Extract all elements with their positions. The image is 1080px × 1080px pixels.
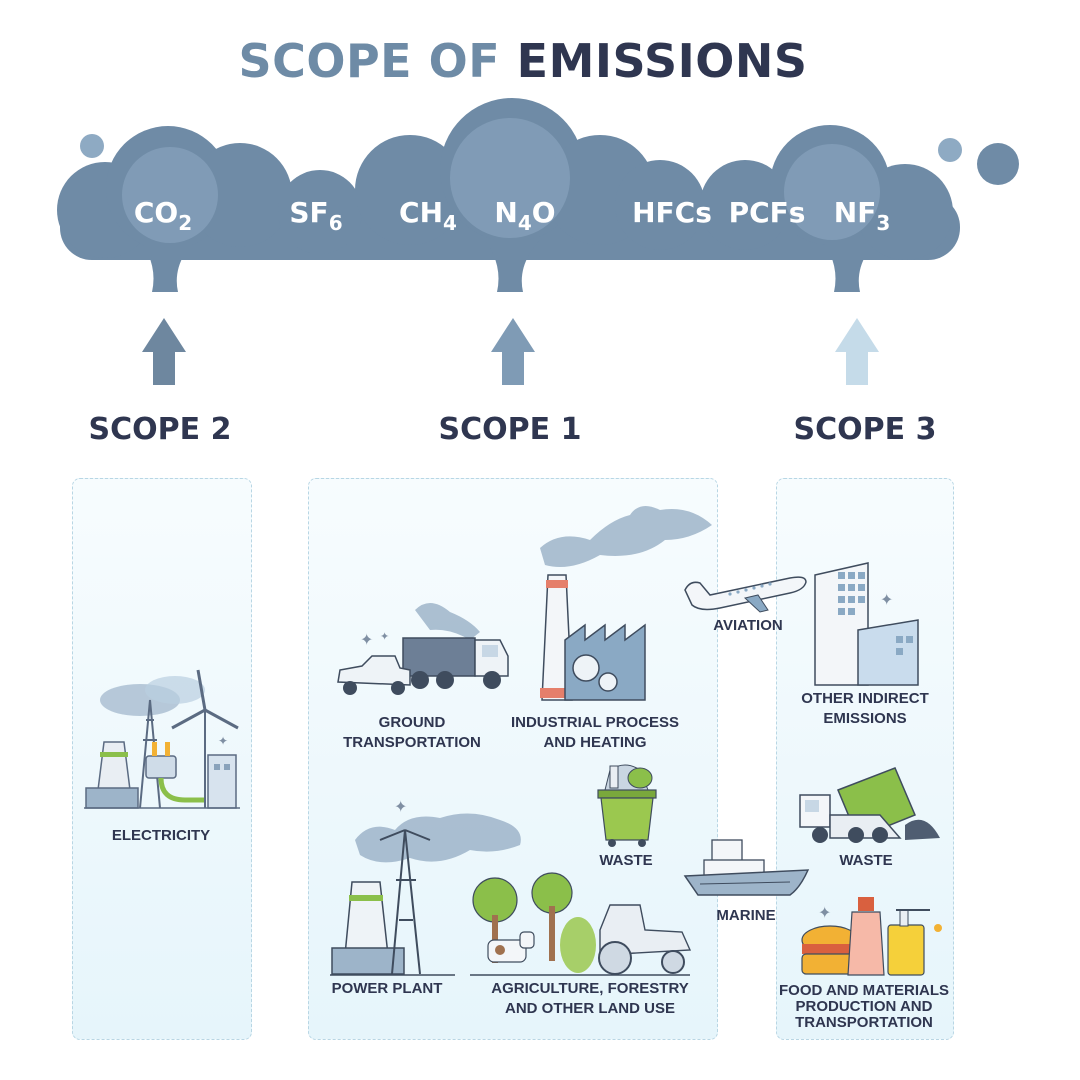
marine-caption: MARINE xyxy=(716,907,776,924)
other-indirect-caption: OTHER INDIRECT EMISSIONS xyxy=(801,690,929,727)
airplane-icon xyxy=(684,576,807,613)
garbage-truck-icon xyxy=(799,767,940,843)
gas-hfcs: HFCs xyxy=(632,196,712,229)
svg-text:✦: ✦ xyxy=(218,734,228,748)
gas-n4o: N4O xyxy=(494,196,556,235)
svg-text:✦: ✦ xyxy=(380,631,389,643)
waste-caption-scope1: WASTE xyxy=(599,852,653,869)
title-part-1: SCOPE OF xyxy=(238,34,501,88)
gas-pcfs: PCFs xyxy=(728,196,806,229)
gas-sf6: SF6 xyxy=(289,196,343,235)
gas-co2: CO2 xyxy=(133,196,193,235)
waste-bin-icon xyxy=(597,764,657,847)
electricity-caption: ELECTRICITY xyxy=(111,827,211,844)
svg-text:✦: ✦ xyxy=(880,592,893,609)
agriculture-icon xyxy=(470,872,692,976)
scope1-arrow xyxy=(491,318,535,385)
agriculture-caption: AGRICULTURE, FORESTRY AND OTHER LAND USE xyxy=(491,980,689,1017)
svg-text:✦: ✦ xyxy=(394,799,407,816)
svg-text:✦: ✦ xyxy=(360,632,373,649)
scope3-arrow xyxy=(835,318,879,385)
gas-nf3: NF3 xyxy=(833,196,891,235)
page-title: SCOPE OF EMISSIONS xyxy=(0,34,1046,88)
scope-1-title: SCOPE 1 xyxy=(438,412,582,447)
truck-icon: ✦ ✦ xyxy=(337,602,509,695)
gas-ch4: CH4 xyxy=(399,196,457,235)
food-materials-caption: FOOD AND MATERIALS PRODUCTION AND TRANSP… xyxy=(779,982,949,1031)
electricity-icon: ✦ xyxy=(84,669,240,809)
buildings-icon: ✦ xyxy=(814,562,919,686)
power-plant-caption: POWER PLANT xyxy=(331,980,443,997)
food-materials-icon: ✦ xyxy=(801,897,942,976)
ship-icon xyxy=(683,839,810,896)
factory-icon xyxy=(540,506,712,701)
scope2-arrow xyxy=(142,318,186,385)
waste-caption-scope3: WASTE xyxy=(839,852,893,869)
scope-2-title: SCOPE 2 xyxy=(88,412,232,447)
scope-3-title: SCOPE 3 xyxy=(793,412,937,447)
ground-transportation-caption: GROUND TRANSPORTATION xyxy=(343,714,481,751)
industrial-process-caption: INDUSTRIAL PROCESS AND HEATING xyxy=(510,714,680,751)
aviation-caption: AVIATION xyxy=(713,617,783,634)
emission-cloud xyxy=(57,98,1019,292)
svg-text:✦: ✦ xyxy=(818,905,831,922)
power-plant-icon: ✦ xyxy=(330,799,521,976)
title-part-2: EMISSIONS xyxy=(516,34,808,88)
